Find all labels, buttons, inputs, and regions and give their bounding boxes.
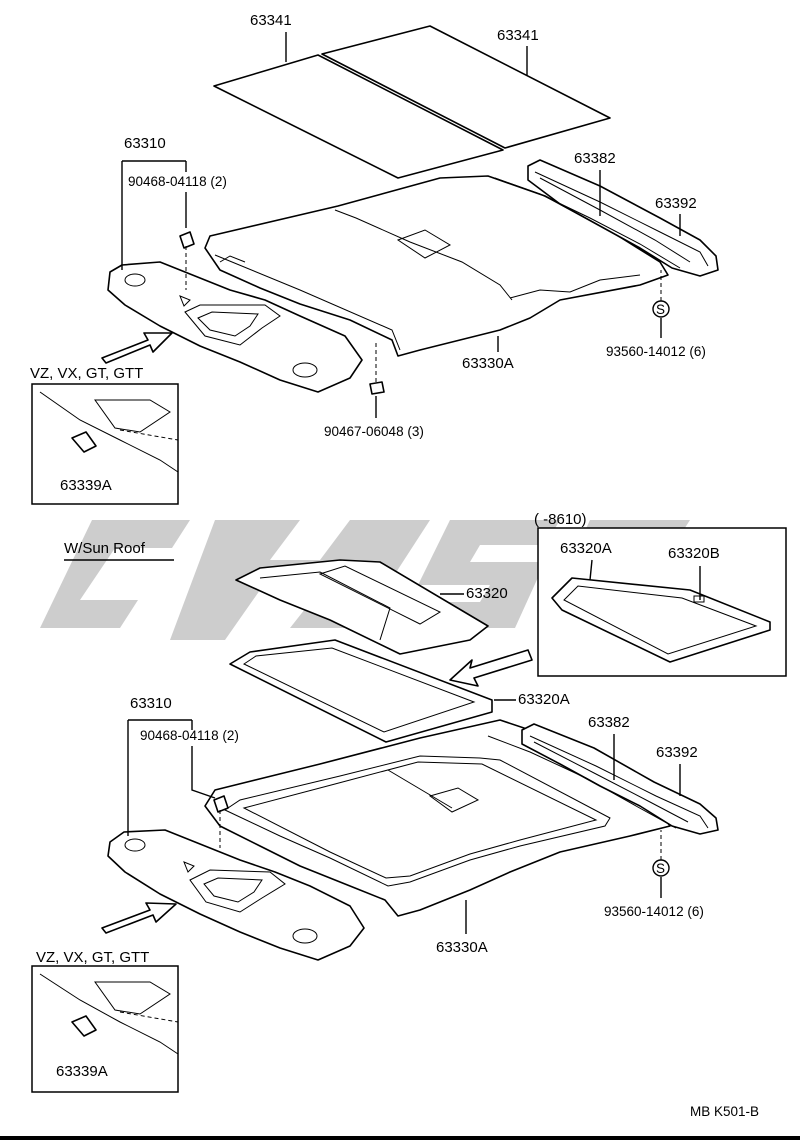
detail-part-b: 63320B xyxy=(668,545,720,562)
label-glass-right: 63341 xyxy=(497,27,539,44)
inset-part-2: 63339A xyxy=(56,1063,108,1080)
glass-panel-right xyxy=(321,25,611,149)
detail-part-a: 63320A xyxy=(560,540,612,557)
label-headliner-2: 63330A xyxy=(436,939,488,956)
label-glass-left: 63341 xyxy=(250,12,292,29)
side-rail xyxy=(527,159,719,277)
side-rail-2 xyxy=(521,723,719,835)
label-headliner: 63330A xyxy=(462,355,514,372)
label-pin: 90467-06048 (3) xyxy=(324,424,424,439)
inset-models-2: VZ, VX, GT, GTT xyxy=(36,949,149,966)
inset-part: 63339A xyxy=(60,477,112,494)
svg-text:S: S xyxy=(656,861,665,876)
inset-detail-box xyxy=(31,383,179,505)
detail-arrow-icon xyxy=(449,649,533,687)
label-rail-2: 63392 xyxy=(656,744,698,761)
front-trim-panel xyxy=(107,261,363,393)
label-trim-strip-2: 63382 xyxy=(588,714,630,731)
headliner-top xyxy=(204,175,669,357)
label-screw-2: 93560-14012 (6) xyxy=(604,904,704,919)
sunroof-frame xyxy=(235,559,489,655)
top-section: 63341 63341 63330A 63310 90468-04118 (2) xyxy=(30,12,719,505)
arrow-icon-2 xyxy=(101,902,177,934)
footer-code: MB K501-B xyxy=(690,1104,759,1119)
svg-text:S: S xyxy=(656,302,665,317)
glass-panel-left xyxy=(213,54,504,179)
sunroof-heading: W/Sun Roof xyxy=(64,540,146,557)
label-assy-2: 63310 xyxy=(130,695,172,712)
label-screw: 93560-14012 (6) xyxy=(606,344,706,359)
label-clip-part-2: 90468-04118 (2) xyxy=(140,728,239,743)
label-trim-strip: 63382 xyxy=(574,150,616,167)
label-clip-part: 90468-04118 (2) xyxy=(128,174,227,189)
label-rail: 63392 xyxy=(655,195,697,212)
inset-models: VZ, VX, GT, GTT xyxy=(30,365,143,382)
label-frame: 63320 xyxy=(466,585,508,602)
front-trim-panel-2 xyxy=(107,829,365,961)
detail-range: ( -8610) xyxy=(534,511,587,528)
label-assy: 63310 xyxy=(124,135,166,152)
inset-detail-box-2 xyxy=(31,965,179,1093)
sunroof-seal xyxy=(229,639,493,743)
headliner-sunroof xyxy=(204,719,671,917)
label-seal: 63320A xyxy=(518,691,570,708)
arrow-icon xyxy=(101,332,173,364)
sunroof-section: W/Sun Roof ( -8610) 63320A 63320B 63320 … xyxy=(31,511,787,1093)
